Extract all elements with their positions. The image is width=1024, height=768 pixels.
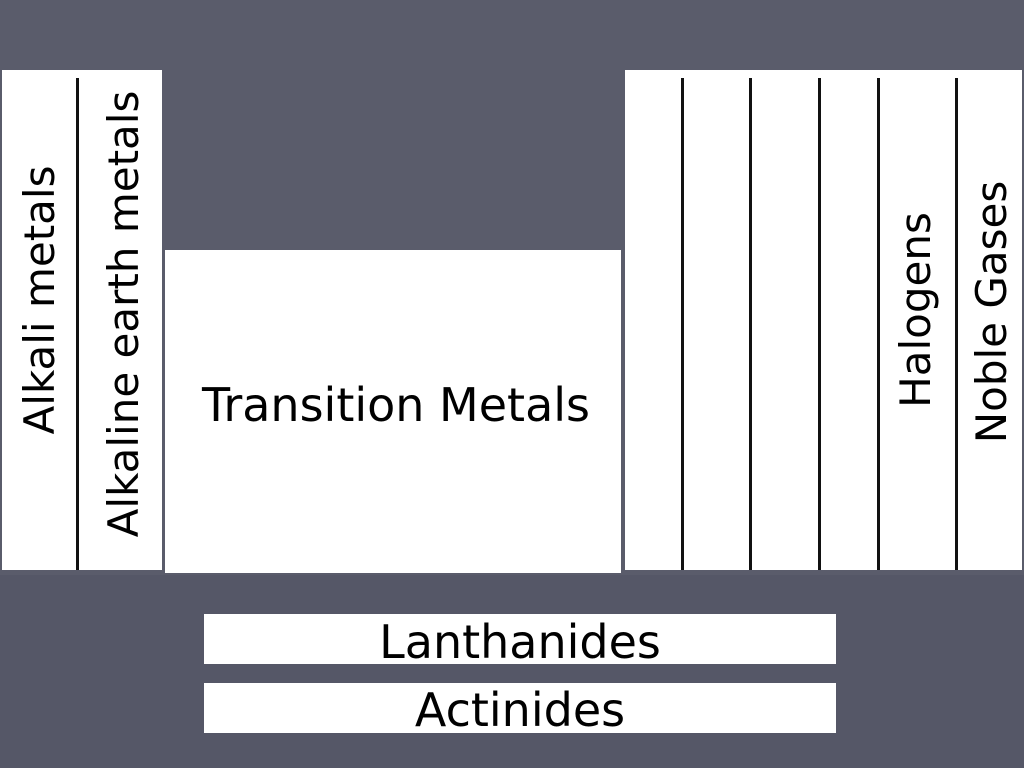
group-divider-17-18 [955, 78, 958, 570]
group-divider-1-2 [76, 78, 79, 570]
group-divider-13-14 [681, 78, 684, 570]
p-block-box [625, 70, 1022, 570]
lanthanides-box [204, 614, 836, 664]
actinides-box [204, 683, 836, 733]
label-noble-gases: Noble Gases [967, 180, 1016, 444]
s-block-box [2, 70, 162, 570]
label-lanthanides: Lanthanides [379, 615, 661, 669]
label-halogens: Halogens [891, 212, 940, 408]
label-alkali-metals: Alkali metals [15, 165, 64, 435]
slide-background-texture [0, 575, 1024, 768]
d-block-box [165, 250, 621, 573]
group-divider-14-15 [749, 78, 752, 570]
label-transition-metals: Transition Metals [201, 378, 591, 432]
group-divider-15-16 [818, 78, 821, 570]
label-alkaline-earth-metals: Alkaline earth metals [99, 90, 148, 538]
group-divider-16-17 [877, 78, 880, 570]
label-actinides: Actinides [414, 683, 626, 737]
